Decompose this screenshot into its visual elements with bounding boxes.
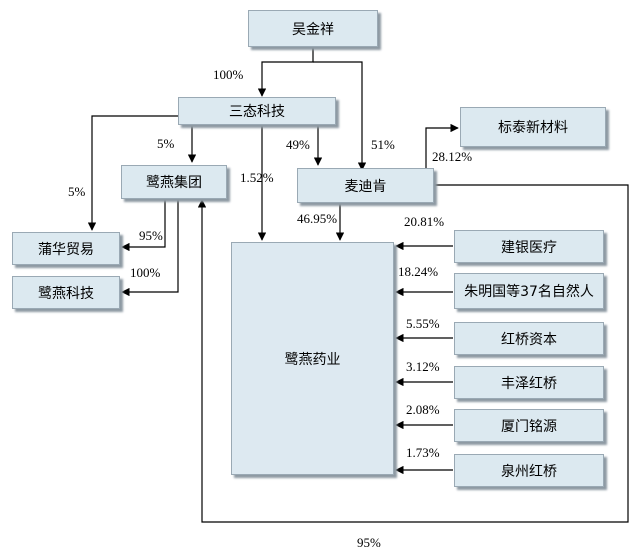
label-zhu-pharma: 18.24%	[398, 264, 439, 279]
label-santai-pharma: 1.52%	[240, 170, 274, 185]
node-wu-jinxiang: 吴金祥	[248, 10, 378, 47]
label-santai-group: 5%	[157, 136, 175, 151]
label-group-puhua: 95%	[139, 228, 163, 243]
label-mingyuan-pharma: 2.08%	[406, 402, 440, 417]
node-yanyan-pharma: 鹭燕药业	[231, 242, 394, 475]
node-xiamen-mingyuan: 厦门铭源	[454, 409, 604, 442]
node-fengze-hongqiao: 丰泽红桥	[454, 366, 604, 399]
label-quanzhou-pharma: 1.73%	[406, 445, 440, 460]
label-santai-puhua: 5%	[68, 184, 86, 199]
label-fengze-pharma: 3.12%	[406, 359, 440, 374]
label-wu-santai: 100%	[213, 67, 244, 82]
label-maidiken-pharma: 46.95%	[297, 211, 338, 226]
label-maidiken-biaotai: 28.12%	[432, 149, 473, 164]
node-zhu-mingguo-37: 朱明国等37名自然人	[454, 273, 604, 309]
node-yanyan-group: 鹭燕集团	[121, 165, 227, 199]
label-maidiken-group: 95%	[357, 535, 381, 550]
node-biaotai-material: 标泰新材料	[460, 107, 606, 147]
edge-group-puhua	[121, 198, 166, 252]
label-hongqiao-pharma: 5.55%	[406, 316, 440, 331]
edge-santai-puhua	[87, 115, 178, 231]
edge-wu-santai	[257, 47, 314, 97]
node-santai-tech: 三态科技	[178, 97, 336, 125]
label-jianyin-pharma: 20.81%	[404, 214, 445, 229]
node-jianyin-medical: 建银医疗	[454, 230, 604, 263]
node-quanzhou-hongqiao: 泉州红桥	[454, 454, 604, 487]
label-wu-maidiken: 51%	[371, 137, 395, 152]
edge-wu-maidiken	[313, 61, 367, 171]
edge-group-tech	[121, 198, 179, 297]
label-group-tech: 100%	[130, 265, 161, 280]
node-hongqiao-capital: 红桥资本	[454, 322, 604, 355]
node-yanyan-tech: 鹭燕科技	[12, 276, 120, 309]
label-santai-maidiken: 49%	[286, 137, 310, 152]
node-maidiken: 麦迪肯	[297, 168, 434, 203]
edge-maidiken-group	[197, 184, 629, 523]
node-puhua-trade: 蒲华贸易	[12, 232, 120, 265]
